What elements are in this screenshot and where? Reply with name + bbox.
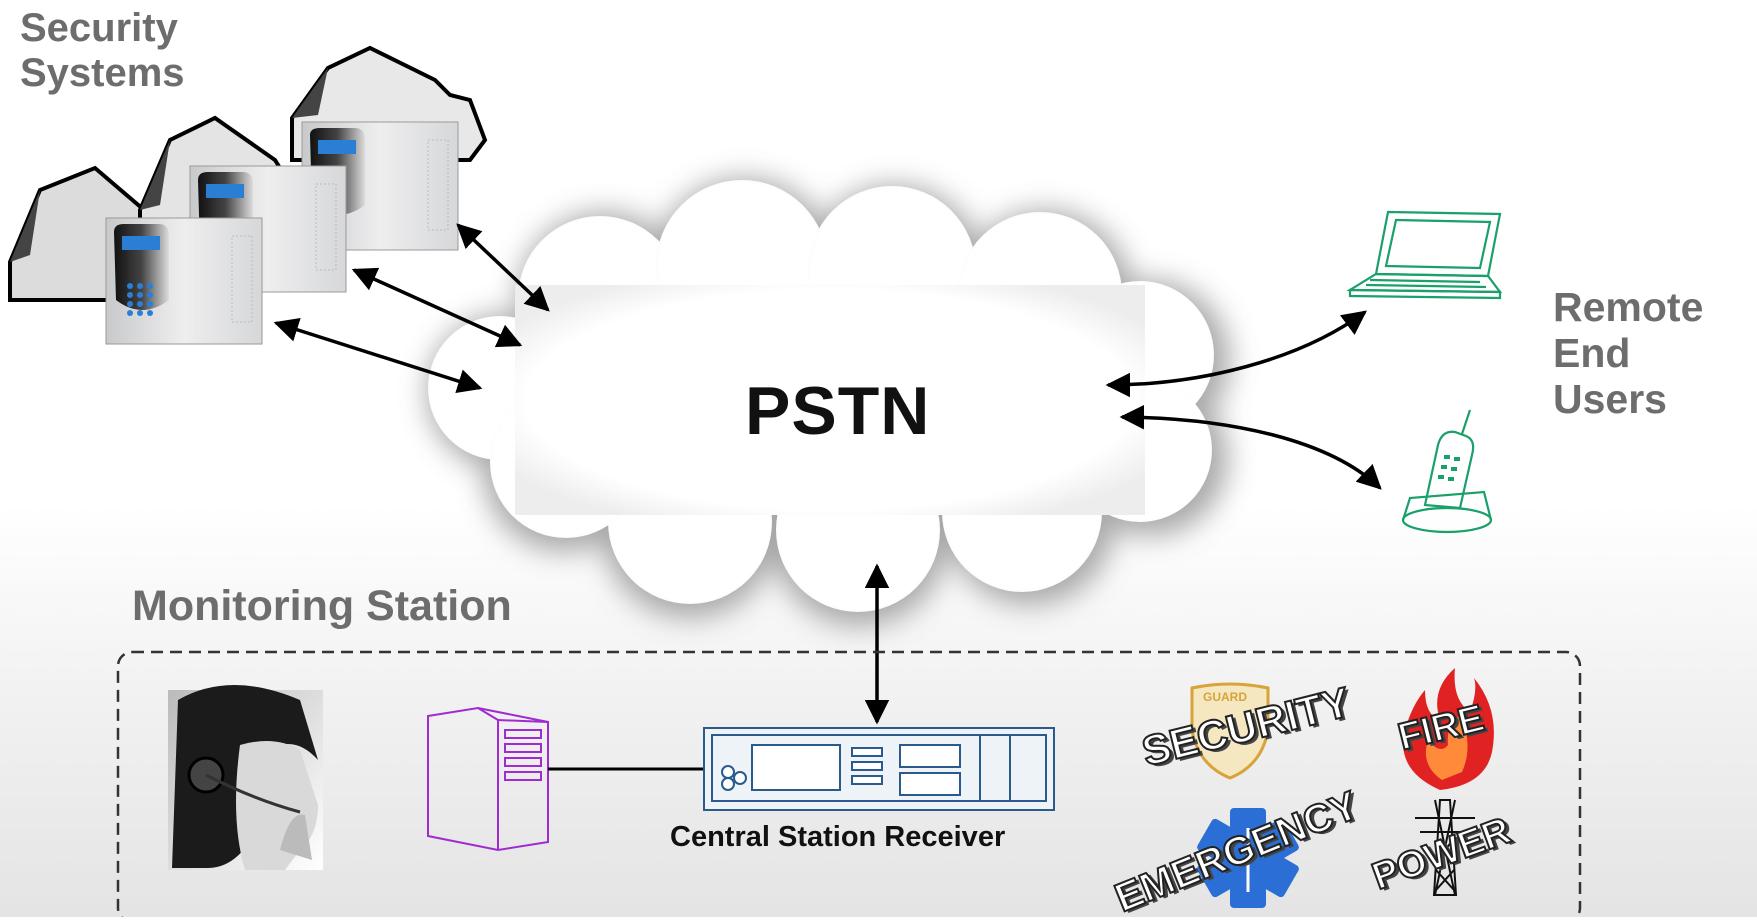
star-of-life-icon (1197, 808, 1299, 908)
operator-headset-icon (168, 685, 323, 870)
arrow-pstn-phone (1119, 404, 1382, 490)
server-tower-icon (427, 706, 549, 852)
arrow-panel1-pstn (273, 318, 483, 393)
arrow-panel2-pstn (351, 267, 523, 348)
security-systems-group (8, 45, 488, 345)
pstn-label: PSTN (745, 373, 931, 449)
arrow-pstn-laptop (1105, 310, 1367, 398)
guard-shield-icon (1190, 682, 1270, 780)
security-systems-label: Security Systems (20, 6, 185, 95)
cordless-phone-icon (1401, 409, 1493, 534)
monitoring-station-label: Monitoring Station (132, 582, 512, 630)
laptop-icon (1346, 210, 1503, 300)
power-tower-icon (1415, 799, 1475, 896)
central-station-receiver-label: Central Station Receiver (670, 821, 1006, 853)
rack-receiver-icon (703, 727, 1055, 811)
alarm-panel-icon (105, 217, 263, 345)
arrow-panel3-pstn (456, 223, 550, 312)
connection-arrows (273, 223, 1382, 725)
guard-label: GUARD (1203, 690, 1247, 704)
monitoring-station-boundary (116, 650, 1582, 917)
remote-end-users-label: Remote End Users (1553, 284, 1704, 422)
fire-icon (1403, 668, 1494, 790)
pstn-cloud-icon (427, 178, 1230, 626)
